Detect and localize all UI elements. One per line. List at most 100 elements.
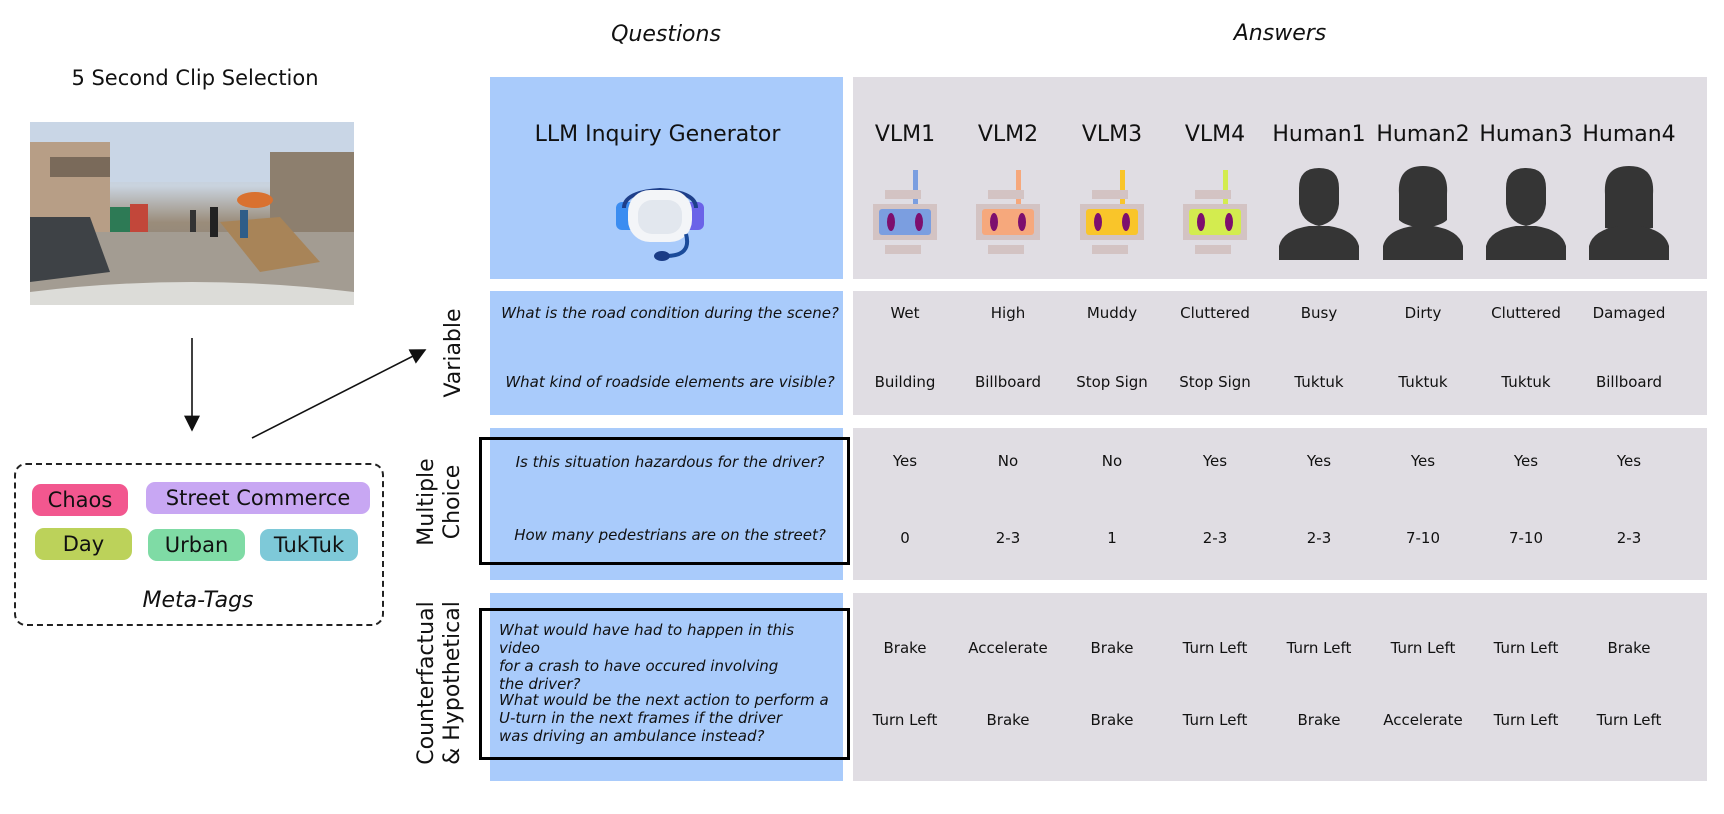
male-avatar-icon (1279, 168, 1359, 260)
flow-arrows (184, 338, 427, 439)
answer-cell: Building (874, 373, 936, 391)
robot-icon (873, 170, 937, 254)
row-label-cf-line1: Counterfactual (414, 601, 439, 765)
answer-cell: Yes (1306, 452, 1332, 470)
answer-cell: Cluttered (1491, 304, 1561, 322)
answer-cell: Busy (1300, 304, 1338, 322)
vr-headset-icon (616, 187, 704, 261)
row-label-variable-text: Variable (441, 308, 466, 398)
row-label-variable: Variable (441, 308, 467, 397)
mc-questions-panel (490, 428, 843, 580)
answer-cell: Turn Left (1493, 711, 1559, 729)
mc-highlight-box (479, 437, 850, 565)
variable-questions-panel (490, 291, 843, 415)
tag-day: Day (35, 528, 132, 560)
tag-urban: Urban (148, 529, 245, 561)
answer-cell: No (997, 452, 1019, 470)
answer-cell: Yes (1202, 452, 1228, 470)
col-vlm2: VLM2 (977, 122, 1039, 147)
female-avatar-icon (1383, 166, 1463, 260)
robot-icon (976, 170, 1040, 254)
questions-header: Questions (611, 22, 721, 47)
street-scene-image (30, 122, 354, 305)
col-human1: Human1 (1272, 122, 1366, 147)
answer-cell: 7-10 (1508, 529, 1544, 547)
answer-cell: High (990, 304, 1026, 322)
col-vlm1: VLM1 (874, 122, 936, 147)
answer-cell: Turn Left (872, 711, 938, 729)
question-uturn-line3: was driving an ambulance instead? (499, 727, 765, 745)
row-label-mc-line1: Multiple (414, 458, 439, 546)
answer-cell: No (1101, 452, 1123, 470)
answer-cell: Yes (1513, 452, 1539, 470)
answer-cell: 2-3 (1202, 529, 1228, 547)
answer-cell: Yes (1410, 452, 1436, 470)
generator-panel (490, 77, 843, 279)
generator-label: LLM Inquiry Generator (534, 122, 781, 147)
male-avatar-icon (1486, 168, 1566, 260)
answer-cell: Turn Left (1286, 639, 1352, 657)
answer-cell: Brake (986, 711, 1030, 729)
mc-answers-panel (853, 428, 1707, 580)
robot-icon (1080, 170, 1144, 254)
question-road-condition: What is the road condition during the sc… (501, 304, 839, 322)
answer-cell: Yes (1616, 452, 1642, 470)
answer-cell: Accelerate (968, 639, 1048, 657)
answer-cell: Tuktuk (1398, 373, 1448, 391)
row-label-multiple-choice: Multiple Choice (414, 458, 466, 545)
answer-cell: Stop Sign (1076, 373, 1148, 391)
video-thumbnail (30, 122, 354, 305)
answer-cell: Turn Left (1182, 639, 1248, 657)
answer-cell: Muddy (1086, 304, 1138, 322)
answer-cell: 1 (1107, 529, 1117, 547)
female-avatar-icon (1589, 166, 1669, 260)
meta-tags-box (14, 463, 384, 626)
variable-answers-panel (853, 291, 1707, 415)
question-crash: What would have had to happen in this vi… (499, 621, 839, 693)
col-human4: Human4 (1582, 122, 1676, 147)
answer-cell: 2-3 (1306, 529, 1332, 547)
answer-cell: 0 (900, 529, 910, 547)
answer-cell: Turn Left (1182, 711, 1248, 729)
question-uturn: What would be the next action to perform… (499, 691, 839, 745)
question-uturn-line2: U-turn in the next frames if the driver (499, 709, 783, 727)
clip-title: 5 Second Clip Selection (71, 66, 319, 90)
answer-cell: Turn Left (1390, 639, 1456, 657)
row-label-counterfactual: Counterfactual & Hypothetical (414, 601, 466, 765)
tag-chaos: Chaos (32, 484, 128, 516)
col-human3: Human3 (1479, 122, 1573, 147)
answer-cell: Turn Left (1596, 711, 1662, 729)
answer-cell: Damaged (1592, 304, 1666, 322)
row-label-mc-line2: Choice (440, 464, 465, 540)
answer-cell: Yes (892, 452, 918, 470)
question-crash-line2: for a crash to have occured involving (499, 657, 779, 675)
question-uturn-line1: What would be the next action to perform… (499, 691, 829, 709)
col-vlm3: VLM3 (1081, 122, 1143, 147)
answer-cell: Dirty (1404, 304, 1442, 322)
cf-highlight-box (479, 608, 850, 760)
robot-icon (1183, 170, 1247, 254)
question-pedestrians: How many pedestrians are on the street? (514, 526, 826, 544)
col-human2: Human2 (1376, 122, 1470, 147)
col-vlm4: VLM4 (1184, 122, 1246, 147)
tag-street-commerce: Street Commerce (146, 482, 370, 514)
cf-answers-panel (853, 593, 1707, 781)
answer-cell: Tuktuk (1501, 373, 1551, 391)
question-roadside-elements: What kind of roadside elements are visib… (505, 373, 835, 391)
answer-cell: Cluttered (1180, 304, 1250, 322)
answer-cell: Brake (883, 639, 927, 657)
tag-tuktuk: TukTuk (260, 529, 358, 561)
answer-cell: Accelerate (1383, 711, 1463, 729)
answer-cell: 7-10 (1405, 529, 1441, 547)
answer-cell: Brake (1090, 639, 1134, 657)
answers-header: Answers (1233, 21, 1327, 46)
answer-cell: Brake (1607, 639, 1651, 657)
answer-cell: Brake (1297, 711, 1341, 729)
cf-questions-panel (490, 593, 843, 781)
answer-cell: Billboard (974, 373, 1042, 391)
row-label-cf-line2: & Hypothetical (440, 601, 465, 765)
answer-cell: Tuktuk (1294, 373, 1344, 391)
answer-cell: Stop Sign (1179, 373, 1251, 391)
answer-cell: Wet (890, 304, 920, 322)
meta-tags-label: Meta-Tags (142, 588, 254, 613)
